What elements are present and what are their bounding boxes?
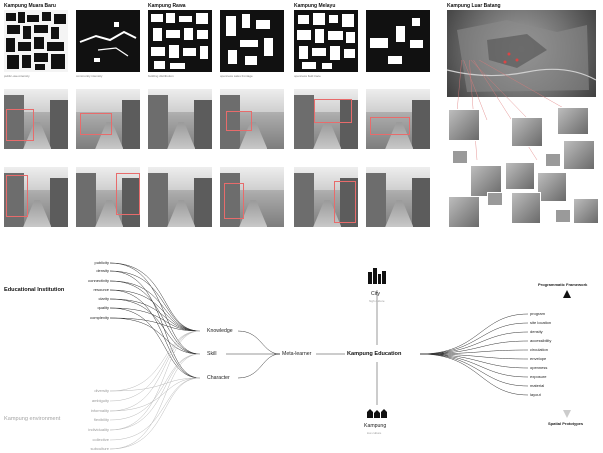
right-attr-3: accessibility xyxy=(530,338,552,343)
thumb-photo-2 xyxy=(511,117,543,147)
kampung-education-node: Kampung Education xyxy=(347,351,402,357)
street-photo-r1-4 xyxy=(220,89,284,149)
right-attr-6: openness xyxy=(530,365,548,370)
programmatic-framework-label: Programmatic Framework xyxy=(538,282,588,287)
educational-institution-title: Educational Institution xyxy=(4,287,65,293)
env-attr-4: individuality xyxy=(88,427,109,432)
figure-ground-map-melayu-1 xyxy=(294,10,358,72)
edu-attr-6: complexity xyxy=(90,315,109,320)
outcome-knowledge: Knowledge xyxy=(207,328,233,334)
right-attr-5: envelope xyxy=(530,356,547,361)
right-attr-1: site location xyxy=(530,320,552,325)
env-attr-3: flexibility xyxy=(93,417,109,422)
env-attr-6: subculture xyxy=(90,446,109,451)
kampung-environment-title: Kampung environment xyxy=(4,416,61,422)
figure-ground-map-rawa-2 xyxy=(220,10,284,72)
street-photo-r1-6 xyxy=(366,89,430,149)
edu-attr-1: density xyxy=(96,268,109,273)
street-photo-r2-2 xyxy=(76,167,140,227)
thumb-photo-10 xyxy=(573,198,599,224)
city-label: City xyxy=(371,291,380,297)
aerial-photo-luar-batang xyxy=(447,10,596,97)
street-photo-r2-3 xyxy=(148,167,212,227)
right-attr-9: layout xyxy=(530,392,541,397)
env-attr-1: ambiguity xyxy=(91,398,109,403)
caption-rawa-1: building distribution xyxy=(148,74,174,78)
edu-attr-5: quality xyxy=(97,305,109,310)
thumb-photo-3 xyxy=(557,107,589,135)
thumb-minimap-1 xyxy=(452,150,468,164)
edu-attr-0: publicity xyxy=(94,260,109,265)
thumb-photo-5 xyxy=(470,165,502,197)
street-photo-r1-5 xyxy=(294,89,358,149)
thumb-photo-9 xyxy=(511,192,541,224)
right-attr-4: circulation xyxy=(530,347,549,352)
spatial-prototypes-label: Spatial Prototypes xyxy=(548,421,584,426)
city-sub-label: high culture xyxy=(369,299,385,303)
figure-ground-map-muara-2 xyxy=(76,10,140,72)
street-photo-r1-1 xyxy=(4,89,68,149)
thumb-photo-4 xyxy=(563,140,595,170)
city-skyline-icon xyxy=(368,268,386,284)
edu-attr-2: connectivity xyxy=(88,278,109,283)
street-photo-r1-3 xyxy=(148,89,212,149)
aerial-link-lines xyxy=(456,60,568,161)
thumb-photo-8 xyxy=(448,196,480,228)
figure-ground-map-melayu-2 xyxy=(366,10,430,72)
kampung-label: Kampung xyxy=(364,423,387,429)
caption-rawa-2: openness sales frontage xyxy=(220,74,253,78)
diagram-connections xyxy=(109,262,571,450)
thumb-photo-7 xyxy=(537,172,567,202)
edu-attr-3: resource xyxy=(93,287,109,292)
kampung-sub-label: low culture xyxy=(367,431,382,435)
caption-muara-2: community intensity xyxy=(76,74,103,78)
street-photo-r2-4 xyxy=(220,167,284,227)
right-attr-8: material xyxy=(530,383,545,388)
figure-ground-map-rawa-1 xyxy=(148,10,212,72)
caption-melayu-1: openness field trace xyxy=(294,74,321,78)
kampung-houses-icon xyxy=(367,409,387,418)
thumb-photo-1 xyxy=(448,109,480,141)
right-attr-7: exposure xyxy=(530,374,547,379)
right-attr-0: program xyxy=(530,311,545,316)
site-title-rawa: Kampung Rawa xyxy=(148,3,186,9)
env-attr-0: diversity xyxy=(94,388,109,393)
outcome-character: Character xyxy=(207,375,230,381)
thumb-minimap-4 xyxy=(555,209,571,223)
edu-attr-4: clarity xyxy=(98,296,109,301)
caption-muara-1: public-use-intensity xyxy=(4,74,30,78)
meta-learner-node: Meta-learner xyxy=(282,351,312,357)
figure-ground-map-muara-1 xyxy=(4,10,68,72)
outcome-skill: Skill xyxy=(207,351,217,357)
thumb-minimap-3 xyxy=(545,153,561,167)
site-title-melayu: Kampung Melayu xyxy=(294,3,336,9)
street-photo-r2-5 xyxy=(294,167,358,227)
env-attr-5: collective xyxy=(92,437,109,442)
street-photo-r1-2 xyxy=(76,89,140,149)
site-title-luar-batang: Kampung Luar Batang xyxy=(447,3,501,9)
thumb-photo-6 xyxy=(505,162,535,190)
thumb-minimap-2 xyxy=(487,192,503,206)
right-attr-2: density xyxy=(530,329,543,334)
env-attr-2: informality xyxy=(90,408,109,413)
street-photo-r2-1 xyxy=(4,167,68,227)
site-title-muara-baru: Kampung Muara Baru xyxy=(4,3,56,9)
street-photo-r2-6 xyxy=(366,167,430,227)
